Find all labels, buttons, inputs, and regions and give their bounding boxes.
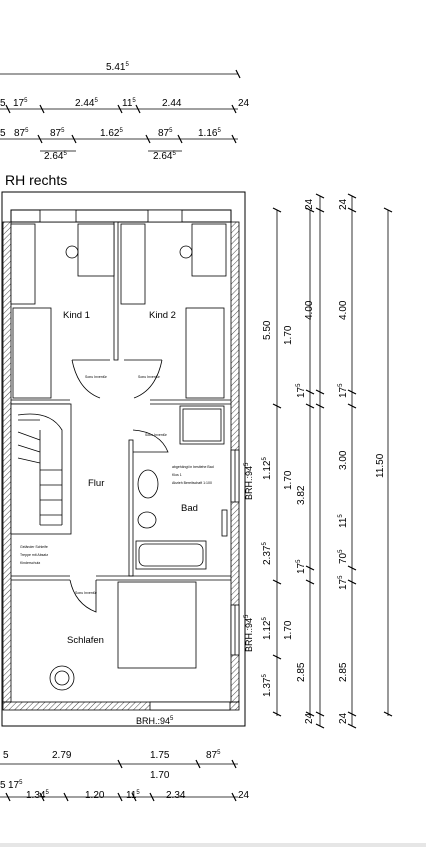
room-label-bad: Bad (181, 503, 198, 514)
svg-text:3.82: 3.82 (296, 485, 307, 505)
doors: Sonu Inventür Sonu Inventür Sonu Inventü… (69, 359, 214, 613)
svg-text:24: 24 (238, 790, 250, 801)
svg-text:24: 24 (338, 712, 349, 724)
svg-text:Geländer Schleife: Geländer Schleife (20, 545, 48, 549)
svg-text:875: 875 (158, 128, 173, 139)
svg-text:175: 175 (338, 383, 349, 398)
svg-text:11.50: 11.50 (375, 453, 386, 478)
svg-text:24: 24 (338, 198, 349, 210)
svg-text:Sonu Inventür: Sonu Inventür (85, 375, 108, 379)
svg-text:2.645: 2.645 (153, 151, 176, 162)
svg-text:Abzieh Bereitschaft 1:100: Abzieh Bereitschaft 1:100 (172, 481, 212, 485)
svg-text:2.445: 2.445 (75, 98, 98, 109)
svg-text:5.50: 5.50 (262, 320, 273, 340)
svg-text:875: 875 (50, 128, 65, 139)
svg-text:1.70: 1.70 (150, 770, 170, 781)
svg-text:1.70: 1.70 (283, 470, 294, 490)
svg-text:1.375: 1.375 (262, 674, 273, 697)
svg-text:875: 875 (206, 750, 221, 761)
svg-text:705: 705 (338, 549, 349, 564)
svg-text:2.85: 2.85 (296, 662, 307, 682)
svg-text:2.645: 2.645 (44, 151, 67, 162)
svg-text:Treppe mit Absatz: Treppe mit Absatz (20, 553, 48, 557)
room-label-kind2: Kind 2 (149, 310, 176, 321)
svg-text:5: 5 (0, 128, 6, 139)
brh-label-bottom: BRH.:945 (136, 716, 174, 726)
brh-label-lower: BRH.:945 (244, 614, 254, 652)
svg-text:4.00: 4.00 (304, 300, 315, 320)
svg-text:1.125: 1.125 (262, 457, 273, 480)
svg-text:Sonu Inventür: Sonu Inventür (138, 375, 161, 379)
svg-text:4.00: 4.00 (338, 300, 349, 320)
room-label-flur: Flur (88, 478, 104, 489)
svg-text:1.70: 1.70 (283, 325, 294, 345)
svg-text:1.20: 1.20 (85, 790, 105, 801)
svg-text:175: 175 (338, 575, 349, 590)
svg-text:1.125: 1.125 (262, 617, 273, 640)
svg-text:24: 24 (238, 98, 250, 109)
furniture (10, 223, 228, 691)
svg-text:5: 5 (0, 98, 6, 109)
brh-label-upper: BRH.:945 (244, 462, 254, 500)
svg-text:175: 175 (8, 780, 23, 791)
svg-text:175: 175 (296, 559, 307, 574)
room-label-kind1: Kind 1 (63, 310, 90, 321)
dim-top-total: 5.415 (106, 62, 129, 73)
svg-text:24: 24 (304, 198, 315, 210)
svg-text:24: 24 (304, 712, 315, 724)
svg-text:5: 5 (0, 780, 6, 791)
svg-text:3.00: 3.00 (338, 450, 349, 470)
plan-title: RH rechts (5, 172, 67, 188)
staircase: Geländer Schleife Treppe mit Absatz Kind… (10, 403, 72, 565)
svg-text:115: 115 (126, 790, 140, 801)
bottom-dimensions: 5 2.79 1.75 875 1.70 5 175 1.345 1.20 11… (0, 750, 250, 802)
svg-text:abgehängt in bestiehe Bad: abgehängt in bestiehe Bad (172, 465, 214, 469)
svg-text:1.75: 1.75 (150, 750, 170, 761)
svg-text:2.85: 2.85 (338, 662, 349, 682)
room-label-schlafen: Schlafen (67, 635, 104, 646)
svg-text:1.345: 1.345 (26, 790, 49, 801)
svg-text:1.70: 1.70 (283, 620, 294, 640)
bottom-strip (0, 843, 426, 847)
right-dimensions: 5.50 2.375 1.125 1.375 1.125 1.70 175 1.… (262, 193, 393, 729)
svg-text:Sonu Inventür: Sonu Inventür (145, 433, 168, 437)
svg-text:175: 175 (13, 98, 28, 109)
svg-text:Kinderschutz: Kinderschutz (20, 561, 40, 565)
svg-text:1.165: 1.165 (198, 128, 221, 139)
svg-text:Klos 1: Klos 1 (172, 473, 182, 477)
svg-text:Sonu Inventür: Sonu Inventür (75, 591, 98, 595)
svg-text:875: 875 (14, 128, 29, 139)
svg-text:2.375: 2.375 (262, 542, 273, 565)
svg-text:2.34: 2.34 (166, 790, 186, 801)
svg-text:2.44: 2.44 (162, 98, 182, 109)
top-dimensions: 5.415 5 175 2.445 115 2.44 24 5 875 875 … (0, 62, 250, 162)
svg-text:2.79: 2.79 (52, 750, 72, 761)
svg-text:175: 175 (296, 383, 307, 398)
svg-text:115: 115 (338, 514, 349, 528)
svg-text:1.625: 1.625 (100, 128, 123, 139)
svg-text:115: 115 (122, 98, 136, 109)
svg-text:5: 5 (3, 750, 9, 761)
